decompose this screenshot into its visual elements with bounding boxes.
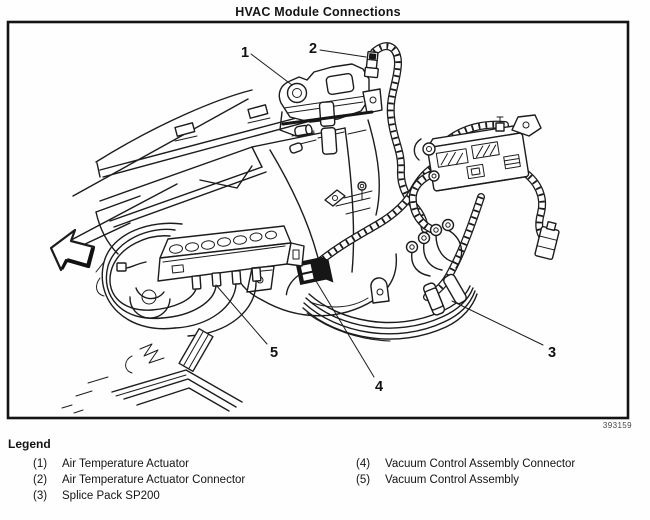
legend-heading: Legend <box>8 437 51 451</box>
legend-item-2: (2) Air Temperature Actuator Connector <box>33 472 245 488</box>
legend-item-1: (1) Air Temperature Actuator <box>33 456 245 472</box>
vacuum-control-assembly-connector-drawing <box>285 256 334 296</box>
legend-item-label: Air Temperature Actuator <box>62 458 189 470</box>
legend-item-number: (5) <box>356 474 371 486</box>
legend-item-label: Vacuum Control Assembly Connector <box>385 458 576 470</box>
vacuum-control-assembly-drawing <box>116 225 305 293</box>
callout-1: 1 <box>241 45 249 61</box>
harness-junction-block-drawing <box>413 114 560 261</box>
air-temperature-actuator-drawing <box>278 63 383 155</box>
actuator-connector-drawing <box>363 50 379 79</box>
callout-2: 2 <box>309 41 317 57</box>
figure-border <box>6 20 630 420</box>
callout-3: 3 <box>548 345 556 361</box>
legend-item-number: (2) <box>33 474 48 486</box>
legend-item-number: (3) <box>33 490 48 502</box>
legend-item-3: (3) Splice Pack SP200 <box>33 488 245 504</box>
splice-pack-bundle-drawing <box>302 273 478 342</box>
callout-5: 5 <box>270 345 278 361</box>
callout-leader-lines <box>215 49 544 378</box>
page-title: HVAC Module Connections <box>235 5 401 19</box>
ring-terminals-drawing <box>405 218 463 277</box>
legend-item-5: (5) Vacuum Control Assembly <box>356 472 575 488</box>
legend-column-1: (1) Air Temperature Actuator (2) Air Tem… <box>33 456 245 504</box>
direction-arrow <box>49 228 96 272</box>
legend-item-number: (4) <box>356 458 371 470</box>
legend-item-number: (1) <box>33 458 48 470</box>
callout-4: 4 <box>375 379 383 395</box>
legend-item-label: Splice Pack SP200 <box>62 490 160 502</box>
legend-item-4: (4) Vacuum Control Assembly Connector <box>356 456 575 472</box>
legend-column-2: (4) Vacuum Control Assembly Connector (5… <box>356 456 575 488</box>
legend-item-label: Vacuum Control Assembly <box>385 474 520 486</box>
figure-number: 393159 <box>602 421 632 430</box>
floor-lines <box>61 369 243 414</box>
legend-item-label: Air Temperature Actuator Connector <box>62 474 246 486</box>
hvac-module-housing-drawing <box>57 89 398 317</box>
vacuum-hoses-drawing <box>95 222 257 374</box>
